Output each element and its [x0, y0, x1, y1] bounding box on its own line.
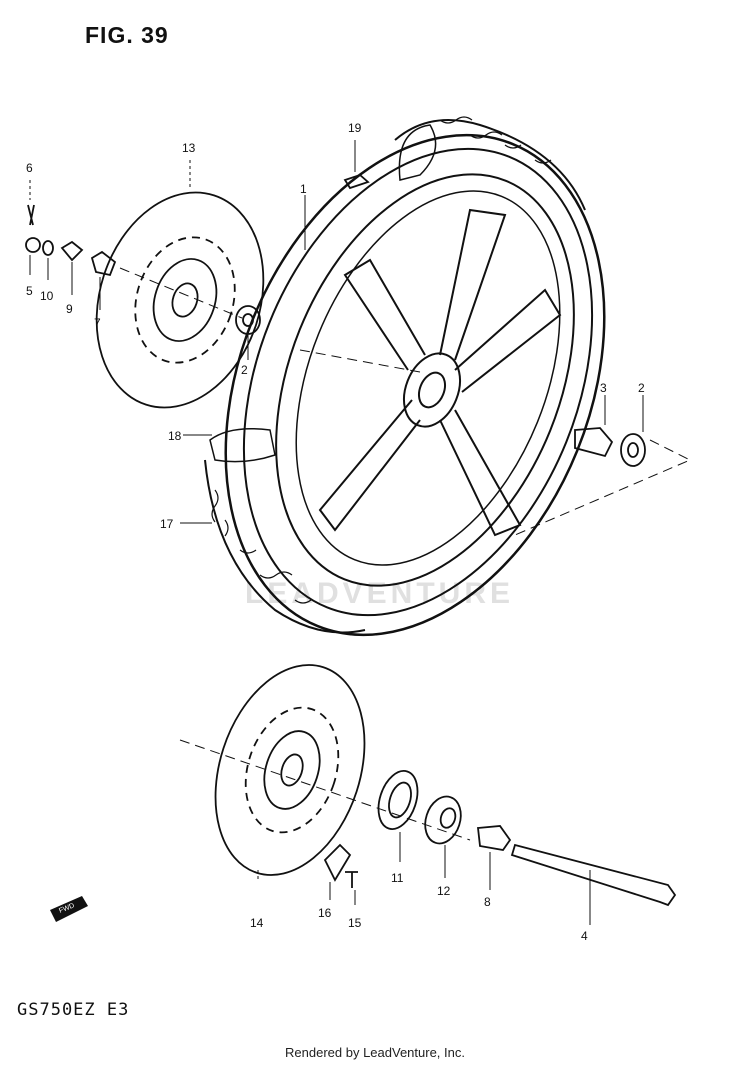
forward-arrow-icon: FWD — [50, 896, 88, 922]
callout-15: 15 — [348, 916, 362, 930]
callout-5: 5 — [26, 284, 33, 298]
model-code: GS750EZ E3 — [17, 1000, 130, 1020]
callout-2a: 2 — [241, 363, 248, 377]
callout-18: 18 — [168, 429, 182, 443]
callout-3: 3 — [600, 381, 607, 395]
callout-19: 19 — [348, 121, 362, 135]
small-parts — [25, 173, 677, 907]
callout-8: 8 — [484, 895, 491, 909]
footer-credit: Rendered by LeadVenture, Inc. — [285, 1045, 465, 1060]
figure-title: FIG. 39 — [85, 22, 169, 48]
callout-4: 4 — [581, 929, 588, 943]
callout-7: 7 — [94, 316, 101, 330]
leader-lines — [29, 140, 692, 925]
callout-numbers: 1 2 2 3 4 5 6 7 8 9 10 11 12 13 14 15 16… — [26, 121, 645, 943]
callout-17: 17 — [160, 517, 174, 531]
callout-11: 11 — [391, 871, 404, 885]
brake-disc-lower — [214, 664, 366, 876]
brake-disc-upper — [95, 191, 265, 409]
callout-1: 1 — [300, 182, 307, 196]
callout-10: 10 — [40, 289, 54, 303]
callout-14: 14 — [250, 916, 264, 930]
callout-13: 13 — [182, 141, 196, 155]
tire-tread-pattern — [211, 116, 552, 604]
callout-2b: 2 — [638, 381, 645, 395]
callout-9: 9 — [66, 302, 73, 316]
callout-12: 12 — [437, 884, 451, 898]
callout-6: 6 — [26, 161, 33, 175]
callout-16: 16 — [318, 906, 332, 920]
